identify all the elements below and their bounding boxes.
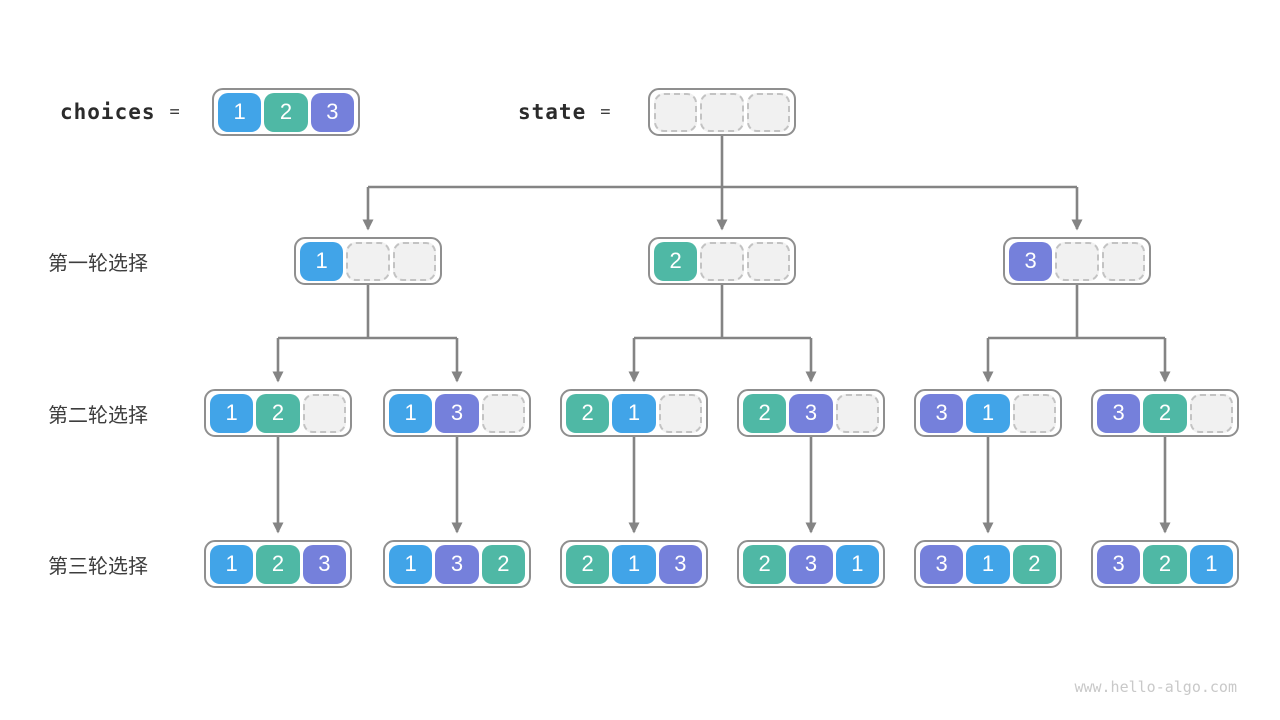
array-cell: 1 xyxy=(389,393,433,433)
choices-equals: = xyxy=(169,102,180,122)
array-cell: 2 xyxy=(256,544,300,584)
empty-cell xyxy=(302,393,346,433)
empty-cell xyxy=(1189,393,1233,433)
state-box-round1-2: 2 xyxy=(648,237,796,285)
empty-cell xyxy=(346,241,390,281)
array-cell: 3 xyxy=(1097,544,1141,584)
array-cell: 3 xyxy=(302,544,346,584)
empty-cell xyxy=(654,92,698,132)
array-cell: 3 xyxy=(789,393,833,433)
array-cell: 3 xyxy=(920,393,964,433)
state-header: state = xyxy=(518,88,610,136)
array-cell: 1 xyxy=(389,544,433,584)
array-cell: 3 xyxy=(1097,393,1141,433)
empty-cell xyxy=(746,241,791,281)
array-cell: 2 xyxy=(566,544,610,584)
array-cell: 2 xyxy=(654,241,698,281)
round-2-label: 第二轮选择 xyxy=(48,404,148,427)
empty-cell xyxy=(700,92,744,132)
empty-cell xyxy=(835,393,879,433)
level-2-edges xyxy=(272,437,1171,534)
array-cell: 1 xyxy=(218,92,262,132)
array-cell: 2 xyxy=(1143,393,1187,433)
array-cell: 1 xyxy=(966,544,1010,584)
array-cell: 2 xyxy=(743,544,787,584)
array-cell: 3 xyxy=(920,544,964,584)
state-equals: = xyxy=(600,102,611,122)
array-cell: 2 xyxy=(1012,544,1056,584)
array-cell: 2 xyxy=(264,92,308,132)
round-3-label: 第三轮选择 xyxy=(48,555,148,578)
state-box-round1-3: 3 xyxy=(1003,237,1151,285)
empty-cell xyxy=(481,393,525,433)
array-cell: 3 xyxy=(435,393,479,433)
round-1-label: 第一轮选择 xyxy=(48,252,148,275)
state-array-box xyxy=(648,88,796,136)
empty-cell xyxy=(1012,393,1056,433)
empty-cell xyxy=(700,241,744,281)
array-cell: 1 xyxy=(612,393,656,433)
array-cell: 3 xyxy=(310,92,354,132)
watermark: www.hello-algo.com xyxy=(1074,678,1237,696)
state-label: state xyxy=(518,100,587,124)
array-cell: 2 xyxy=(566,393,610,433)
empty-cell xyxy=(658,393,702,433)
array-cell: 1 xyxy=(300,241,344,281)
array-cell: 2 xyxy=(256,393,300,433)
level-0-edges xyxy=(362,136,1083,231)
array-cell: 1 xyxy=(210,544,254,584)
array-cell: 1 xyxy=(966,393,1010,433)
array-cell: 1 xyxy=(612,544,656,584)
level-1-edges xyxy=(272,285,1171,383)
array-cell: 3 xyxy=(789,544,833,584)
array-cell: 1 xyxy=(210,393,254,433)
choices-header: choices = xyxy=(60,88,180,136)
array-cell: 2 xyxy=(481,544,525,584)
choices-label: choices xyxy=(60,100,156,124)
empty-cell xyxy=(1055,241,1099,281)
array-cell: 3 xyxy=(658,544,702,584)
empty-cell xyxy=(746,92,790,132)
array-cell: 2 xyxy=(1143,544,1187,584)
array-cell: 1 xyxy=(1189,544,1233,584)
empty-cell xyxy=(392,241,437,281)
array-cell: 2 xyxy=(743,393,787,433)
empty-cell xyxy=(1101,241,1146,281)
state-box-round1-1: 1 xyxy=(294,237,442,285)
array-cell: 3 xyxy=(1009,241,1053,281)
array-cell: 3 xyxy=(435,544,479,584)
array-cell: 1 xyxy=(835,544,879,584)
